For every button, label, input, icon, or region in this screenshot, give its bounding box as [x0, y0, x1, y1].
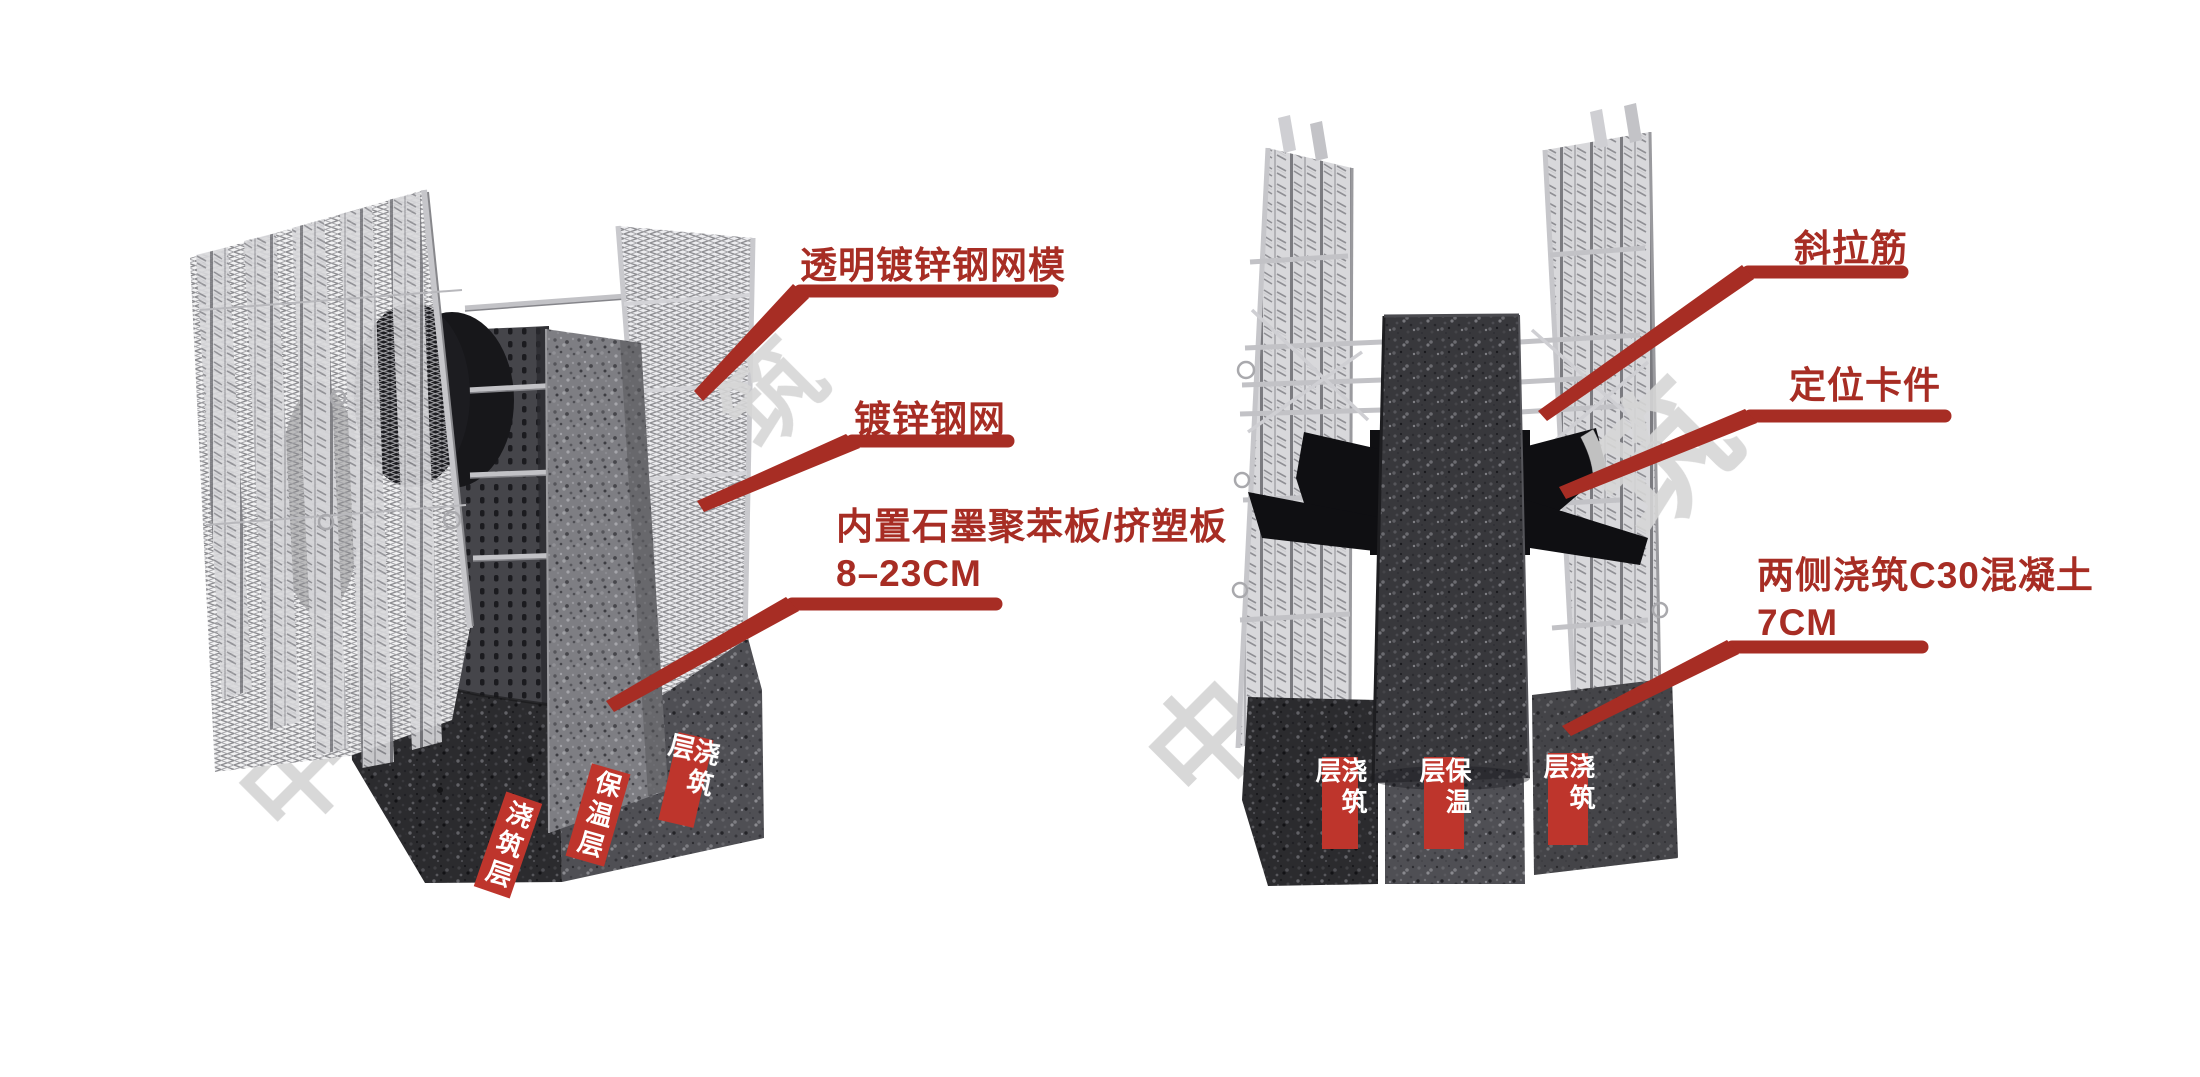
annotation-steel-mesh: 镀锌钢网 [854, 399, 1006, 440]
annotation-concrete-line1: 两侧浇筑C30混凝土 [1757, 555, 2094, 596]
layer-tag-pour-right-2: 浇筑层 [1540, 753, 1596, 845]
annotation-concrete-size: 7CM [1757, 602, 1839, 643]
left-photo [190, 189, 764, 883]
callout-line-diagonal-tie [1538, 265, 1909, 421]
callout-line-mesh-formwork [694, 284, 1059, 401]
right-photo-left-mesh [1231, 115, 1354, 749]
annotation-insulation-board-size: 8–23CM [836, 553, 982, 594]
annotation-insulation-board: 内置石墨聚苯板/挤塑板 8–23CM [836, 503, 1227, 597]
annotation-insulation-board-line1: 内置石墨聚苯板/挤塑板 [836, 506, 1228, 547]
annotation-concrete: 两侧浇筑C30混凝土 7CM [1757, 552, 2094, 646]
callout-line-steel-mesh [697, 434, 1015, 512]
callout-line-positioning-clip [1559, 409, 1952, 499]
left-mesh-formwork [190, 189, 474, 772]
callout-lines [606, 265, 1952, 736]
annotation-positioning-clip: 定位卡件 [1789, 365, 1941, 406]
callout-line-concrete [1562, 640, 1929, 736]
insulation-column [1370, 313, 1530, 790]
layer-tag-insulation-right: 保温层 [1416, 757, 1472, 849]
right-photo [1231, 103, 1678, 886]
annotation-mesh-formwork: 透明镀锌钢网模 [800, 245, 1066, 286]
annotation-diagonal-tie: 斜拉筋 [1794, 228, 1908, 269]
layer-tag-pour-right: 浇筑层 [1312, 757, 1368, 849]
callout-line-insulation-board [606, 597, 1003, 712]
